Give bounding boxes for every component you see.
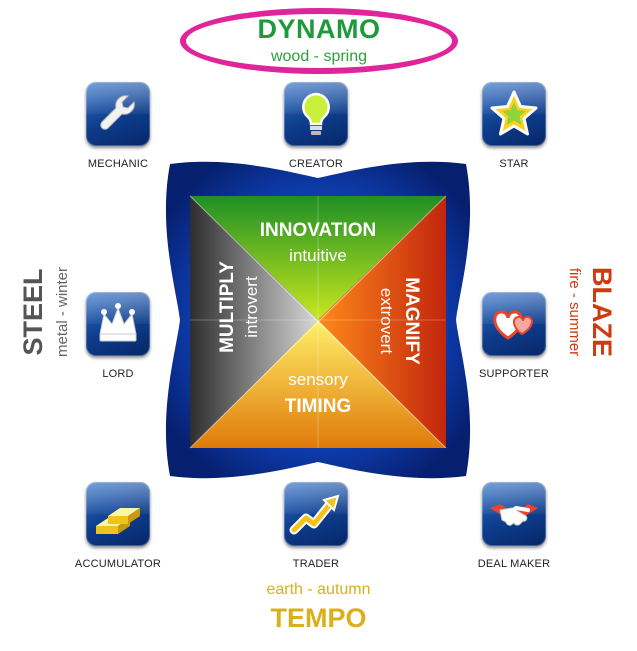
dynamo-title: DYNAMO [257, 14, 381, 44]
wealth-square-diagram [165, 161, 471, 479]
timing-subtitle: sensory [288, 370, 348, 389]
innovation-subtitle: intuitive [289, 246, 347, 265]
steel-subtitle: metal - winter [54, 266, 71, 358]
trend-arrow-icon [289, 494, 340, 535]
multiply-title: MULTIPLY [217, 261, 238, 353]
quadrant-innovation [190, 196, 446, 320]
star-icon [490, 90, 538, 136]
lightbulb-icon [302, 92, 330, 135]
profile-label-accumulator: ACCUMULATOR [74, 558, 162, 570]
dynamo-subtitle: wood - spring [270, 48, 368, 65]
quadrant-magnify [318, 196, 446, 448]
wrench-icon [100, 95, 135, 130]
innovation-title: INNOVATION [259, 220, 377, 241]
supporter-tile[interactable] [482, 292, 546, 356]
tempo-title: TEMPO [270, 603, 367, 633]
deal-maker-tile[interactable] [482, 482, 546, 546]
profile-label-deal-maker: DEAL MAKER [477, 558, 551, 570]
blaze-subtitle: fire - summer [566, 267, 583, 357]
accumulator-tile[interactable] [86, 482, 150, 546]
handshake-icon [490, 504, 538, 526]
multiply-subtitle: introvert [242, 276, 261, 338]
crown-icon [99, 303, 137, 342]
profile-label-creator: CREATOR [288, 158, 344, 170]
magnify-subtitle: extrovert [377, 287, 396, 355]
profile-label-mechanic: MECHANIC [87, 158, 149, 170]
magnify-title: MAGNIFY [401, 277, 422, 365]
profile-label-lord: LORD [102, 368, 134, 380]
hearts-icon [493, 310, 533, 340]
blaze-title: BLAZE [587, 267, 617, 357]
highlight-oval [180, 8, 458, 74]
quadrant-multiply [190, 196, 318, 448]
quadrant-timing [190, 320, 446, 448]
creator-tile[interactable] [284, 82, 348, 146]
timing-title: TIMING [284, 396, 352, 417]
profile-label-star: STAR [499, 158, 529, 170]
profile-label-supporter: SUPPORTER [478, 368, 550, 380]
profile-label-trader: TRADER [292, 558, 340, 570]
gold-bars-icon [96, 508, 140, 534]
star-tile[interactable] [482, 82, 546, 146]
steel-title: STEEL [18, 268, 48, 356]
tempo-subtitle: earth - autumn [266, 581, 371, 598]
mechanic-tile[interactable] [86, 82, 150, 146]
lord-tile[interactable] [86, 292, 150, 356]
trader-tile[interactable] [284, 482, 348, 546]
